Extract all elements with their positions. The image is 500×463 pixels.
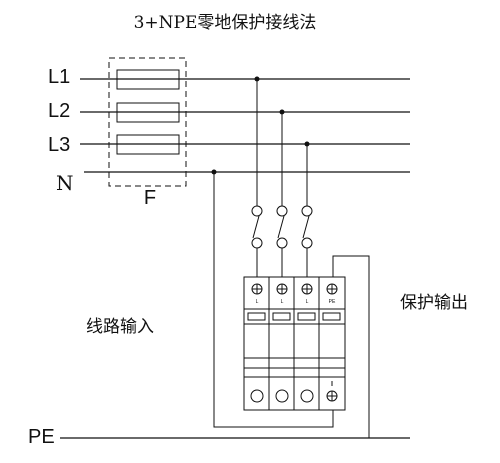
fuse-l2 bbox=[116, 102, 180, 123]
label-l2: L2 bbox=[48, 100, 70, 122]
pole-mark-4: PE bbox=[329, 299, 336, 305]
terminal-bottom-2 bbox=[275, 389, 289, 403]
terminal-bottom-3 bbox=[300, 389, 314, 403]
n-return-wire bbox=[213, 172, 334, 428]
pole-mark-2: L bbox=[281, 299, 284, 305]
switch-l3 bbox=[301, 205, 313, 249]
label-l1: L1 bbox=[48, 66, 70, 88]
indicator-window-3 bbox=[297, 312, 316, 321]
pole-mark-3: L bbox=[306, 299, 309, 305]
indicator-window-2 bbox=[272, 312, 291, 321]
fuse-enclosure bbox=[108, 57, 187, 187]
terminal-screw-top-4 bbox=[326, 283, 338, 295]
fuse-l1 bbox=[116, 69, 180, 90]
label-l3: L3 bbox=[48, 134, 70, 156]
terminal-screw-top-3 bbox=[301, 283, 313, 295]
terminal-screw-top-1 bbox=[251, 283, 263, 295]
terminal-bottom-1 bbox=[250, 389, 264, 403]
label-n: N bbox=[56, 171, 74, 195]
output-wire bbox=[332, 255, 370, 438]
pole-mark-1: L bbox=[256, 299, 259, 305]
switch-l2 bbox=[276, 205, 288, 249]
indicator-window-4 bbox=[322, 312, 341, 321]
fuse-label: F bbox=[144, 187, 156, 209]
fuse-l3 bbox=[116, 134, 180, 155]
switch-l1 bbox=[251, 205, 263, 249]
terminal-bottom-pe bbox=[326, 381, 338, 402]
terminal-screw-top-2 bbox=[276, 283, 288, 295]
spd-module bbox=[243, 276, 346, 411]
input-label: 线路输入 bbox=[86, 317, 154, 337]
diagram-title: 3+NPE零地保护接线法 bbox=[134, 13, 317, 33]
label-pe: PE bbox=[28, 426, 55, 448]
indicator-window-1 bbox=[247, 312, 266, 321]
output-label: 保护输出 bbox=[400, 293, 468, 313]
